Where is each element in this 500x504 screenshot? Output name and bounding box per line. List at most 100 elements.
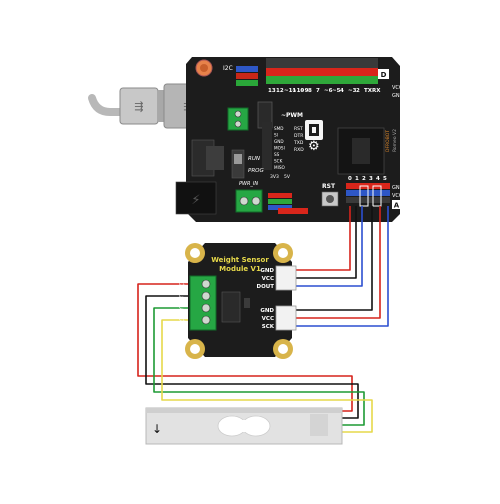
model-text: Romeo V2 — [392, 129, 398, 152]
icsp-pin-label: GND — [274, 139, 284, 144]
pin-label: ~5 — [332, 88, 341, 94]
pin-label: 7 — [316, 88, 320, 94]
analog-pin-label: 1 — [355, 176, 359, 182]
pin-label: ~10 — [292, 88, 304, 94]
run-label: RUN — [248, 156, 260, 162]
pin-label: 8 — [308, 88, 312, 94]
digital-marker: D — [381, 71, 387, 79]
terminal-labels: E+ E- S- S+ — [179, 282, 186, 324]
wire-black-top — [296, 206, 357, 279]
serial-pin-label: RXD — [294, 147, 304, 153]
wire-red-bottom — [296, 206, 381, 319]
pin-label: RX — [372, 88, 381, 94]
wire-black-bottom — [296, 206, 373, 311]
module-pin-label: GND — [260, 268, 274, 274]
wire-red-load — [137, 283, 353, 412]
module-pin-labels: GND VCC DOUT GND VCC SCK — [257, 268, 275, 330]
digital-header: D — [266, 58, 389, 84]
hx711-chip — [221, 291, 241, 323]
icsp-pin-label: MOSI — [274, 146, 285, 151]
wire-blue-top — [296, 206, 363, 287]
icsp-pin-label: SCK — [274, 159, 283, 164]
analog-vcc-label: VCC — [392, 193, 403, 199]
analog-pin-label: 2 — [362, 176, 366, 182]
dfrobot-logo-icon — [305, 120, 323, 140]
analog-pin-label: 0 — [348, 176, 352, 182]
pin-label: 4 — [340, 88, 344, 94]
wire-yellow-load — [161, 319, 373, 433]
analog-marker-box — [392, 200, 401, 209]
weight-sensor-module: Weight Sensor Module V1 E+ E- S- S+ GND VCC D… — [179, 243, 297, 359]
pwr-in-label: PWR_IN — [239, 181, 258, 187]
pin-label: ~11 — [284, 88, 296, 94]
power-terminal — [235, 189, 263, 213]
analog-pin-label: 3 — [369, 176, 373, 182]
module-subtitle: Module V1 — [219, 265, 261, 273]
module-pin-label: DOUT — [257, 284, 275, 290]
bottom-headers — [268, 193, 308, 214]
module-title: Weight Sensor — [211, 256, 269, 264]
icsp-pin-label: SS — [274, 152, 280, 157]
motor-terminal — [227, 107, 249, 131]
pin-label: 2 — [356, 88, 360, 94]
terminal-label: S+ — [179, 318, 186, 324]
module-pin-label: VCC — [262, 276, 274, 282]
rst-label: RST — [322, 183, 336, 190]
vcc-label: VCC — [392, 85, 403, 91]
module-pin-label: SCK — [262, 324, 275, 330]
lightning-icon: ⚡ — [191, 193, 200, 208]
gear-icon: ⚙ — [308, 139, 320, 154]
power-jack — [175, 181, 217, 215]
terminal-label: E- — [179, 294, 184, 300]
analog-pin-label: 5 — [383, 176, 387, 182]
prog-label: PROG — [248, 168, 264, 174]
pin-label: ~3 — [348, 88, 357, 94]
analog-header — [346, 183, 390, 207]
icsp-pin-label: SI — [274, 133, 278, 138]
wire-blue-bottom — [296, 206, 389, 327]
icsp-pin-label: MISO — [274, 165, 286, 170]
module-pin-label: VCC — [262, 316, 274, 322]
pin-label: ~6 — [324, 88, 333, 94]
load-cell-terminal — [189, 275, 217, 331]
board-body — [186, 57, 400, 222]
terminal-label: E+ — [179, 282, 186, 288]
3v3-label: 3V3 — [270, 174, 279, 180]
i2c-label: I2C — [223, 65, 233, 72]
analog-marker: A — [394, 202, 400, 210]
wires — [137, 206, 389, 433]
pwm-label: ~PWM — [281, 112, 303, 119]
connector-bottom — [275, 305, 297, 331]
digital-marker-box — [378, 69, 389, 79]
analog-gnd-label: GND — [392, 185, 404, 191]
usb-icon: ⇶ — [134, 100, 143, 113]
serial-pin-label: DTR — [294, 133, 303, 139]
wire-black-load — [145, 295, 359, 419]
5v-label: 5V — [284, 174, 291, 180]
pin-label: ~9 — [300, 88, 309, 94]
pin-label: 13 — [268, 88, 276, 94]
icsp-pins — [262, 122, 272, 170]
module-pin-label: GND — [260, 308, 274, 314]
wire-red-top — [296, 206, 351, 271]
load-cell: ↓ — [145, 407, 343, 445]
connector-top — [275, 265, 297, 291]
serial-pin-label: RST — [294, 126, 303, 132]
icsp-pin-label: SMD — [274, 126, 284, 131]
serial-pin-label: TXD — [293, 140, 304, 146]
wire-green-load — [153, 307, 365, 426]
logo-text: DFROBOT — [385, 130, 391, 152]
arrow-down-icon: ↓ — [152, 422, 162, 436]
terminal-label: S- — [179, 306, 184, 312]
gnd-label: GND — [392, 93, 404, 99]
pin-label: 12 — [276, 88, 284, 94]
i2c-header — [236, 66, 258, 86]
analog-pin-label: 4 — [376, 176, 380, 182]
